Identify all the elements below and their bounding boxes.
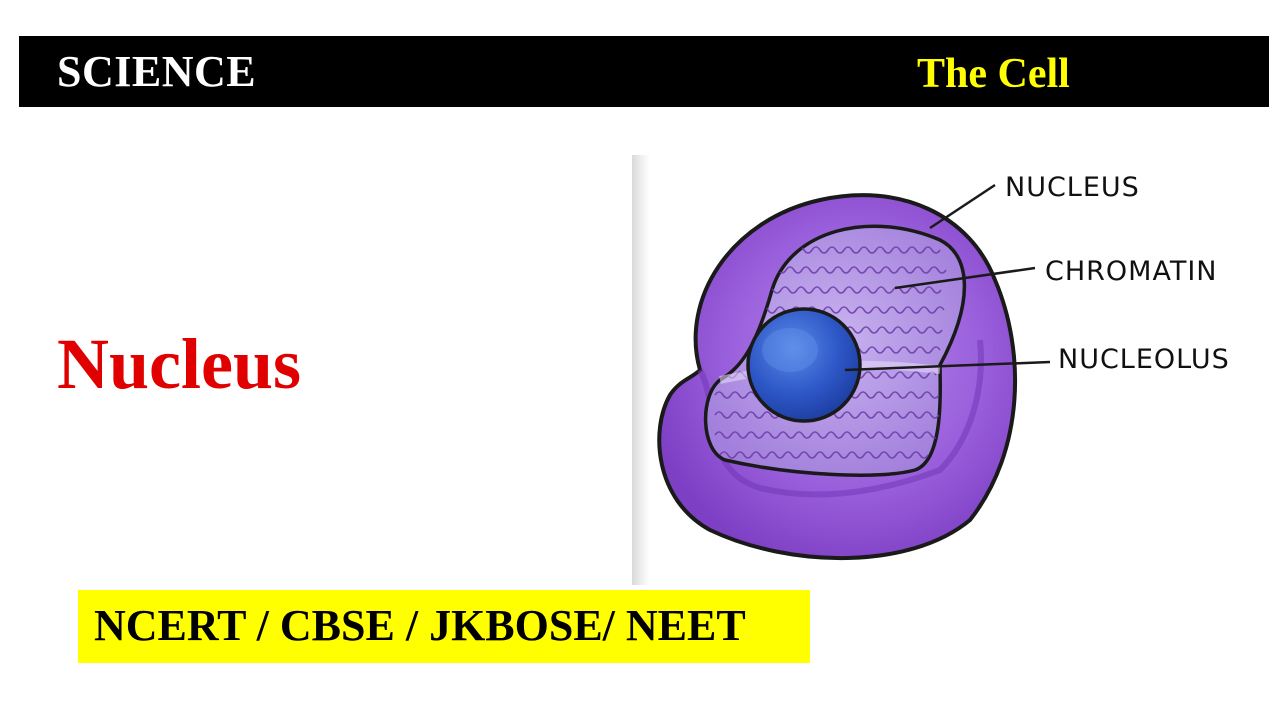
nucleolus <box>746 307 862 423</box>
nucleus-diagram: NUCLEUS CHROMATIN NUCLEOLUS <box>657 172 1230 561</box>
subject-title: SCIENCE <box>57 47 257 96</box>
label-nucleolus: NUCLEOLUS <box>1058 344 1230 375</box>
label-nucleus: NUCLEUS <box>1005 172 1140 203</box>
exam-tags-banner: NCERT / CBSE / JKBOSE/ NEET <box>78 590 810 663</box>
chromatin-leader <box>894 266 1036 290</box>
nucleus-leader <box>929 183 996 230</box>
label-chromatin: CHROMATIN <box>1045 256 1218 287</box>
chapter-title: The Cell <box>917 51 1070 97</box>
divider <box>632 155 650 585</box>
nucleolus-leader <box>844 360 1051 372</box>
exam-tags-text: NCERT / CBSE / JKBOSE/ NEET <box>94 601 746 650</box>
header-bar: SCIENCE The Cell <box>19 36 1269 107</box>
topic-title: Nucleus <box>57 324 302 404</box>
